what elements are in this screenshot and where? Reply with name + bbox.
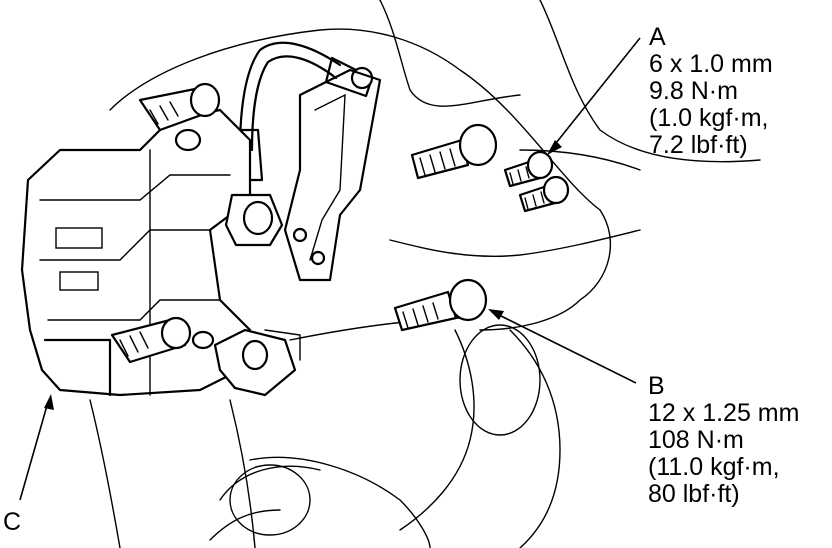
callout-a-torque-lbfft: 7.2 lbf·ft) <box>649 131 748 159</box>
callout-b-size: 12 x 1.25 mm <box>648 399 800 427</box>
callout-a-letter: A <box>649 23 666 51</box>
leader-arrow-c <box>19 394 54 501</box>
callout-b-torque-nm: 108 N·m <box>648 426 744 454</box>
callout-c-letter: C <box>3 508 22 536</box>
callout-a-torque-nm: 9.8 N·m <box>649 77 738 105</box>
caliper-bracket-mount <box>213 328 301 397</box>
bolt-a-lower <box>518 175 570 213</box>
callout-b-torque-lbfft: 80 lbf·ft) <box>648 480 740 508</box>
callout-b: B 12 x 1.25 mm 108 N·m (11.0 kgf·m, 80 l… <box>648 373 799 508</box>
callout-a-torque-kgfm: (1.0 kgf·m, <box>649 104 769 132</box>
bolt-b <box>393 278 488 332</box>
bracket-bolt-upper <box>410 123 498 180</box>
brake-hose <box>232 41 374 182</box>
steering-knuckle-outline <box>89 0 761 548</box>
callout-a: A 6 x 1.0 mm 9.8 N·m (1.0 kgf·m, 7.2 lbf… <box>649 24 773 159</box>
bolt-a-upper <box>503 150 554 188</box>
leader-arrow-b <box>488 309 637 384</box>
callout-a-size: 6 x 1.0 mm <box>649 50 773 78</box>
leader-arrow-a <box>547 37 641 155</box>
callout-c: C <box>3 509 21 536</box>
caliper-pin-bolts <box>110 82 221 364</box>
callout-b-torque-kgfm: (11.0 kgf·m, <box>648 453 780 481</box>
callout-b-letter: B <box>648 372 665 400</box>
hose-bracket <box>283 68 382 282</box>
banjo-fitting <box>224 193 284 247</box>
